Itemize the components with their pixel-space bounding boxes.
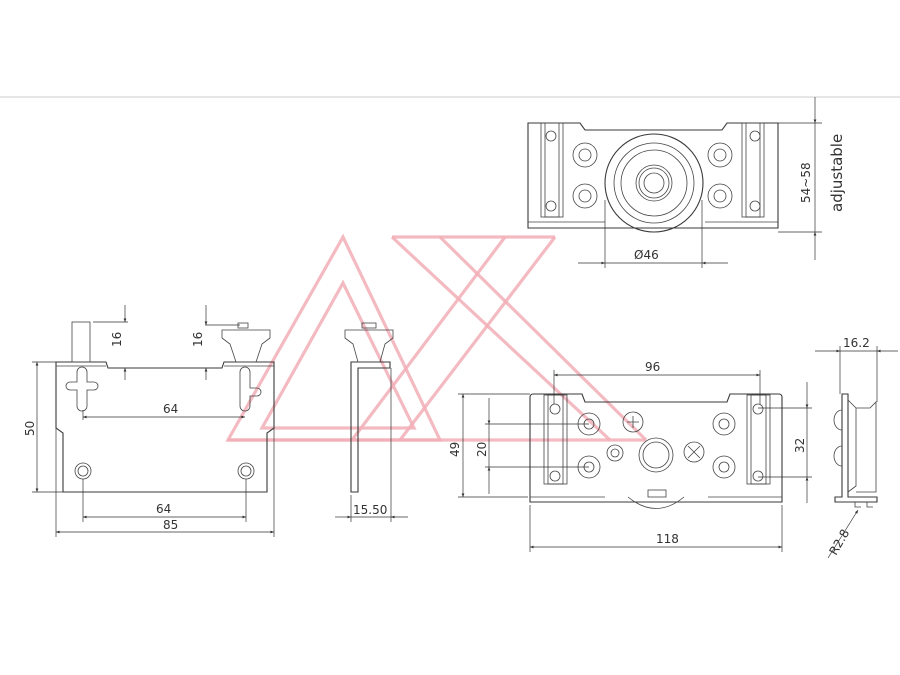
spacing-32: 32 bbox=[793, 438, 807, 453]
profile-view: 16.2 R2.8 bbox=[815, 336, 898, 559]
watermark-logo bbox=[225, 233, 648, 442]
width-118: 118 bbox=[656, 532, 679, 546]
diameter-label: Ø46 bbox=[634, 248, 659, 262]
height-50: 50 bbox=[23, 421, 37, 436]
bottom-view: 96 49 20 32 118 bbox=[448, 360, 812, 552]
radius-label: R2.8 bbox=[826, 527, 852, 558]
pin-height-left: 16 bbox=[110, 332, 124, 347]
depth-label: 15.50 bbox=[353, 503, 387, 517]
screw-icon bbox=[622, 411, 644, 433]
spacing-20: 20 bbox=[475, 442, 489, 457]
top-view: Ø46 54~58 adjustable bbox=[527, 97, 846, 268]
width-85: 85 bbox=[163, 518, 178, 532]
height-49: 49 bbox=[448, 442, 462, 457]
hole-spacing: 64 bbox=[156, 502, 171, 516]
hole-spacing-96: 96 bbox=[645, 360, 660, 374]
side-view: 15.50 bbox=[335, 322, 408, 522]
slot-spacing: 64 bbox=[163, 402, 178, 416]
screw-icon bbox=[683, 441, 705, 463]
height-label: 54~58 bbox=[799, 162, 813, 203]
adjustable-note: adjustable bbox=[828, 134, 846, 212]
width-16-2: 16.2 bbox=[843, 336, 870, 350]
pin-height-right: 16 bbox=[191, 332, 205, 347]
front-view: 16 16 50 64 64 85 bbox=[23, 305, 275, 537]
